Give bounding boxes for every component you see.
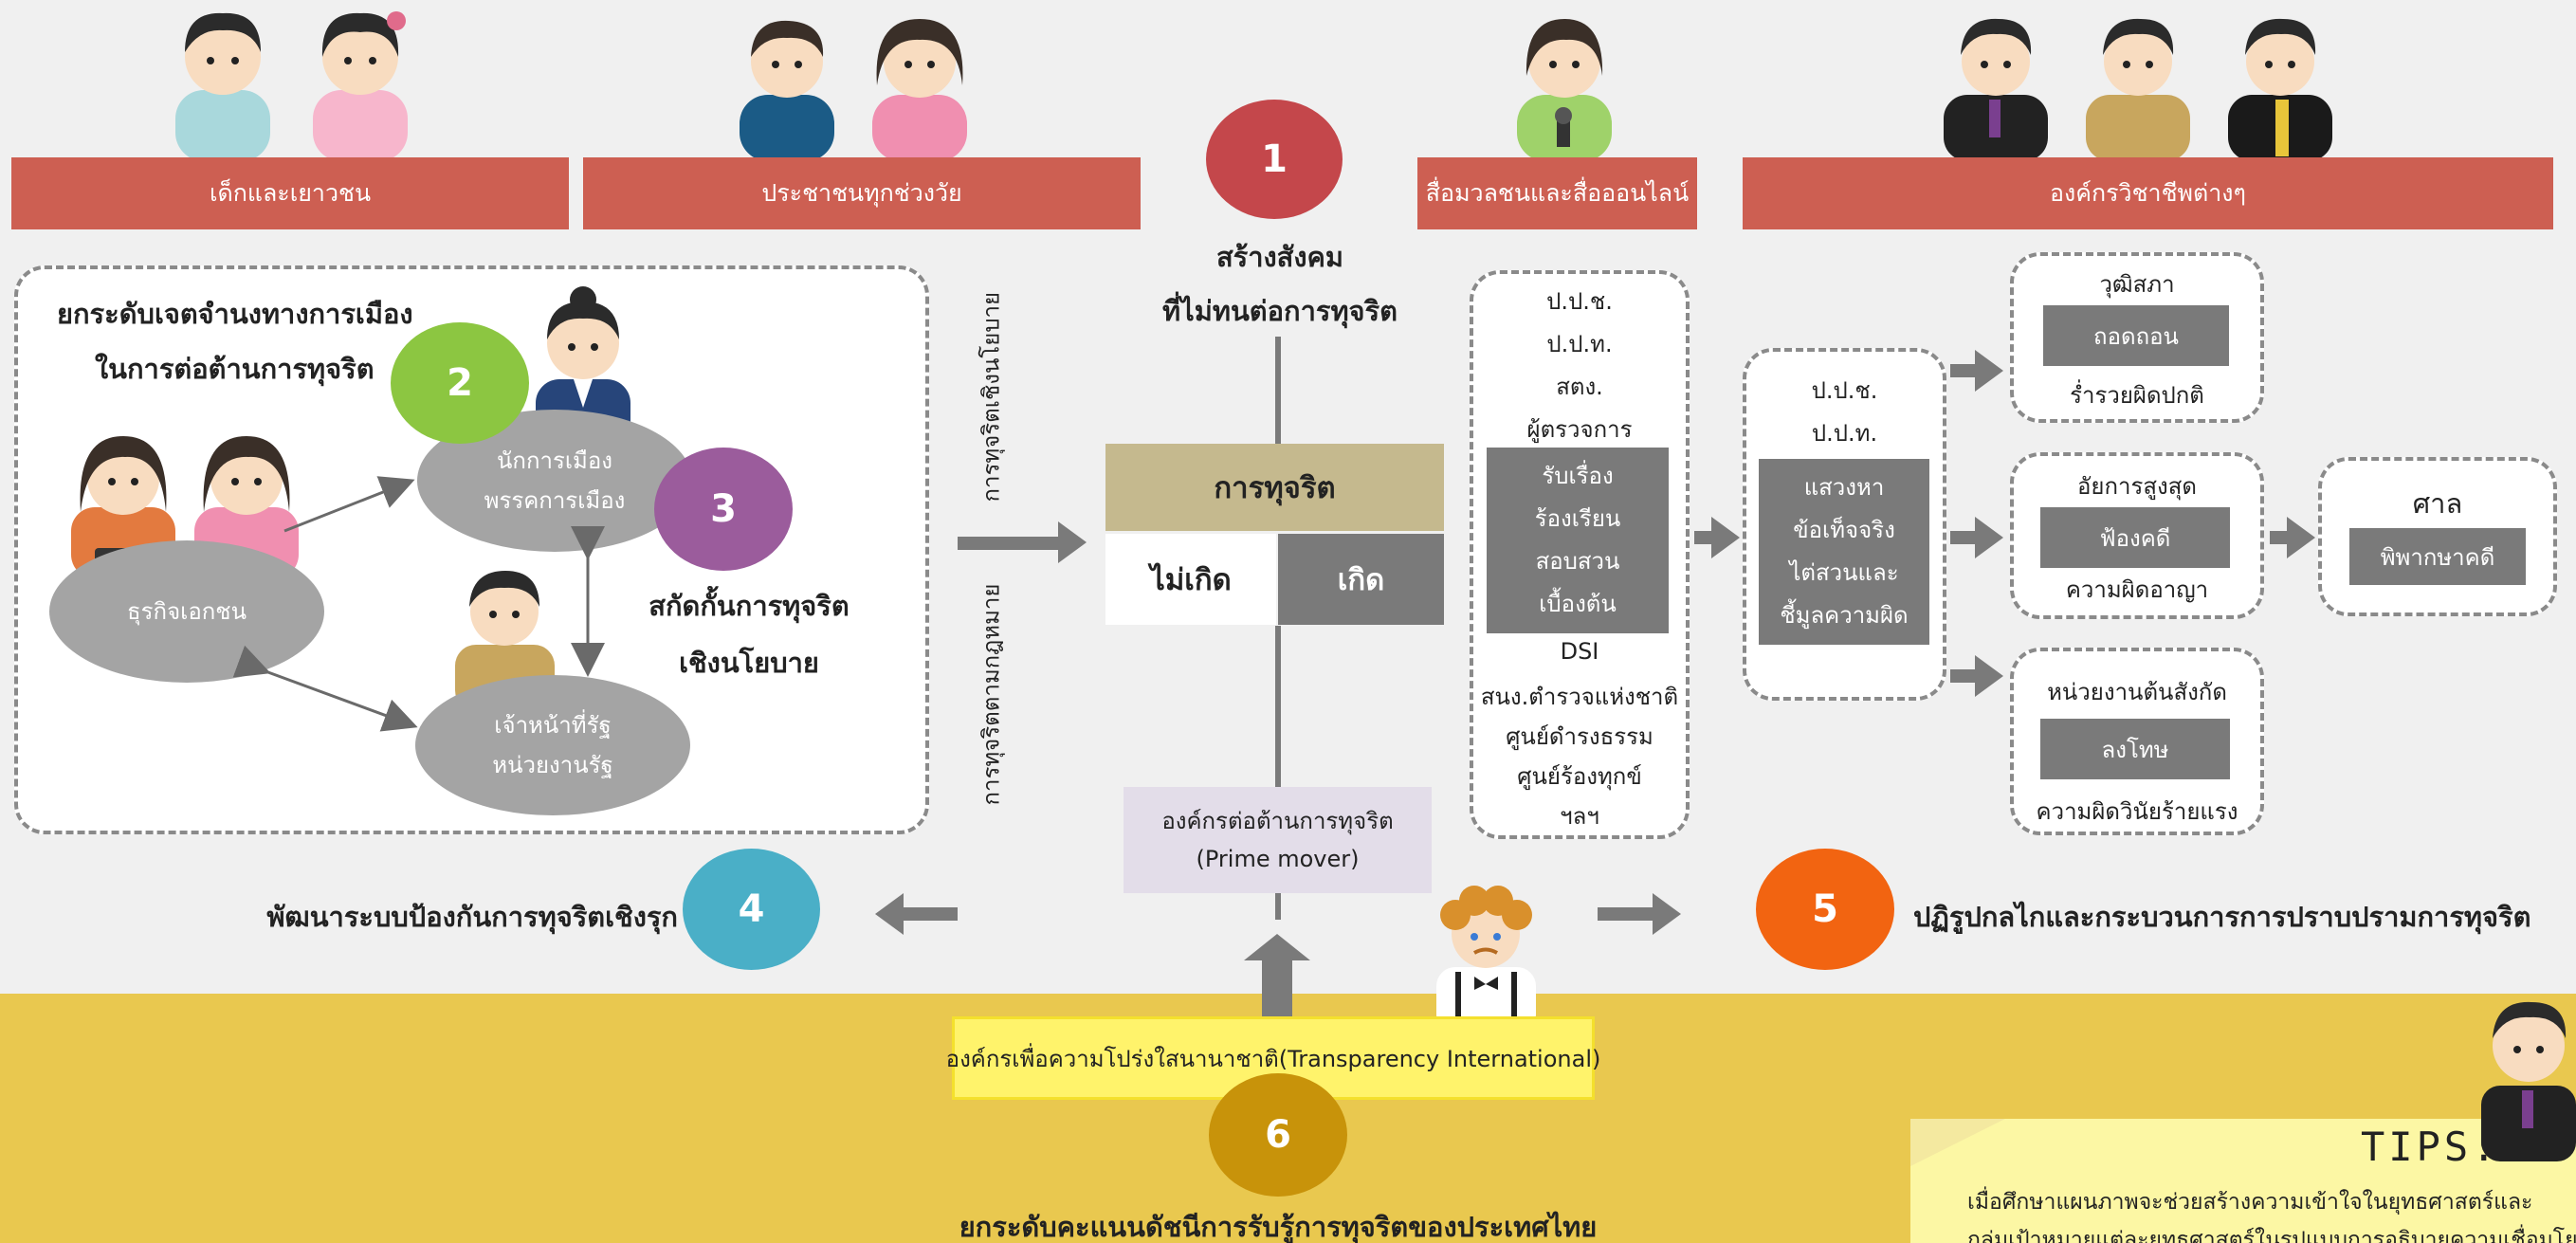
youth-characters-icon <box>175 11 408 161</box>
occur-cell: เกิด <box>1278 534 1444 625</box>
prime-mover-box: องค์กรต่อต้านการทุจริต (Prime mover) <box>1124 787 1432 893</box>
agency-actions-box: รับเรื่อง ร้องเรียน สอบสวน เบื้องต้น <box>1487 448 1669 633</box>
professional-characters-icon <box>1944 18 2332 161</box>
prime-mover-line2: (Prime mover) <box>1196 846 1360 872</box>
agency-bottom-1: DSI <box>1560 638 1599 665</box>
strategy-2-badge: 2 <box>391 322 529 444</box>
agency-top-2: ป.ป.ท. <box>1546 331 1613 357</box>
arrow-agency-shaft <box>1950 669 1977 683</box>
strategy-1-title-line2: ที่ไม่ทนต่อการทุจริต <box>1162 295 1398 327</box>
strategy-2-title-line1: ยกระดับเจตจำนงทางการเมือง <box>57 298 413 330</box>
tips-note <box>1910 1119 2576 1243</box>
strategy-3-title-line1: สกัดกั้นการทุจริต <box>649 590 850 622</box>
investigation-action-4: ชี้มูลความผิด <box>1780 602 1909 629</box>
legal-corruption-label: การทุจริตตามกฎหมาย <box>977 583 1005 806</box>
strategy-6-badge: 6 <box>1209 1073 1347 1197</box>
arrow-to-strategy4-shaft <box>901 907 958 921</box>
strategy-4-title: พัฒนาระบบป้องกันการทุจริตเชิงรุก <box>266 901 678 933</box>
court-title: ศาล <box>2412 487 2463 520</box>
arrow-prosecutor-head <box>1975 517 2003 558</box>
arrow-agency-head <box>1975 655 2003 697</box>
arrow-up-shaft <box>1262 960 1292 1016</box>
banner-citizens: ประชาชนทุกช่วงวัย <box>583 157 1141 229</box>
arrow-to-strategy4-head <box>875 893 904 935</box>
strategy-4-badge: 4 <box>683 849 820 970</box>
agency-bottom-5: ฯลฯ <box>1560 803 1599 830</box>
arrow-senate-head <box>1975 350 2003 392</box>
agency-action-2: ร้องเรียน <box>1534 505 1621 532</box>
strategy-1-badge: 1 <box>1206 100 1343 219</box>
arrow-to-court-shaft <box>2270 531 2289 544</box>
banner-professional-orgs: องค์กรวิชาชีพต่างๆ <box>1743 157 2553 229</box>
investigation-action-2: ข้อเท็จจริง <box>1793 517 1895 543</box>
agency-top-3: สตง. <box>1556 374 1603 400</box>
arrow-to-investigation-shaft <box>1694 531 1713 544</box>
business-label: ธุรกิจเอกชน <box>127 598 247 625</box>
outcome-prosecutor-title: อัยการสูงสุด <box>2077 473 2197 500</box>
agency-bottom-4: ศูนย์ร้องทุกข์ <box>1517 763 1642 790</box>
investigation-top-2: ป.ป.ท. <box>1811 420 1878 447</box>
outcome-senate-title: วุฒิสภา <box>2099 271 2175 298</box>
outcome-prosecutor-note: ความผิดอาญา <box>2065 576 2209 603</box>
agency-action-4: เบื้องต้น <box>1539 591 1617 617</box>
not-occur-cell: ไม่เกิด <box>1105 534 1276 625</box>
tips-line2: กลุ่มเป้าหมายแต่ละยุทธศาสตร์ในรูปแบบการอ… <box>1967 1228 2576 1243</box>
arrow-senate-shaft <box>1950 364 1977 377</box>
strategy-5-badge: 5 <box>1756 849 1894 970</box>
tips-title: TIPS: <box>2361 1124 2500 1170</box>
politicians-label-line2: พรรคการเมือง <box>484 487 626 514</box>
investigation-action-3: ไต่สวนและ <box>1789 559 1899 586</box>
outcome-agency-note: ความผิดวินัยร้ายแรง <box>2036 798 2238 825</box>
banner-media: สื่อมวลชนและสื่อออนไลน์ <box>1417 157 1697 229</box>
arrow-to-court-head <box>2287 517 2315 558</box>
ti-representative-icon <box>1436 886 1536 1033</box>
agency-bottom-2: สนง.ตำรวจแห่งชาติ <box>1480 684 1679 710</box>
agency-top-1: ป.ป.ช. <box>1546 288 1613 315</box>
policy-corruption-label: การทุจริตเชิงนโยบาย <box>977 291 1005 503</box>
officials-label-line1: เจ้าหน้าที่รัฐ <box>494 712 612 739</box>
strategy-6-title: ยกระดับคะแนนดัชนีการรับรู้การทุจริตของปร… <box>959 1211 1598 1243</box>
investigation-top-1: ป.ป.ช. <box>1811 377 1878 404</box>
agency-top-4: ผู้ตรวจการ <box>1526 416 1633 443</box>
corruption-header: การทุจริต <box>1105 444 1444 531</box>
arrow-to-center-head <box>1058 521 1087 563</box>
arrow-to-investigation-head <box>1711 517 1740 558</box>
center-line-top <box>1275 337 1281 446</box>
outcome-prosecutor-action: ฟ้องคดี <box>2040 507 2230 568</box>
media-reporter-icon <box>1517 19 1612 161</box>
strategy-3-badge: 3 <box>654 448 793 571</box>
agency-action-1: รับเรื่อง <box>1542 463 1614 489</box>
investigation-actions-box: แสวงหา ข้อเท็จจริง ไต่สวนและ ชี้มูลความผ… <box>1759 459 1929 645</box>
officials-ellipse: เจ้าหน้าที่รัฐ หน่วยงานรัฐ <box>415 675 690 815</box>
investigation-action-1: แสวงหา <box>1803 474 1885 501</box>
arrow-to-center-shaft <box>958 537 1062 550</box>
outcome-agency-action: ลงโทษ <box>2040 719 2230 779</box>
center-line-lower <box>1275 893 1281 920</box>
officials-label-line2: หน่วยงานรัฐ <box>492 752 613 778</box>
tips-note-fold <box>1910 1119 2005 1166</box>
citizens-characters-icon <box>740 19 967 161</box>
outcome-agency-title: หน่วยงานต้นสังกัด <box>2047 679 2227 705</box>
strategy-2-title-line2: ในการต่อต้านการทุจริต <box>95 353 375 385</box>
tips-character-icon <box>2481 1001 2576 1161</box>
tips-line1: เมื่อศึกษาแผนภาพจะช่วยสร้างความเข้าใจในย… <box>1967 1190 2533 1215</box>
agency-bottom-3: ศูนย์ดำรงธรรม <box>1506 723 1653 750</box>
center-line-bottom <box>1275 626 1281 787</box>
court-action: พิพากษาคดี <box>2349 528 2526 585</box>
arrow-up-head <box>1244 934 1310 960</box>
arrow-to-strategy5-shaft <box>1598 907 1654 921</box>
business-ellipse: ธุรกิจเอกชน <box>49 540 324 683</box>
politicians-label-line1: นักการเมือง <box>497 448 612 474</box>
strategy-3-title-line2: เชิงนโยบาย <box>679 647 819 679</box>
agency-action-3: สอบสวน <box>1535 548 1620 575</box>
outcome-senate-note: ร่ำรวยผิดปกติ <box>2070 382 2204 409</box>
outcome-senate-action: ถอดถอน <box>2043 305 2229 366</box>
strategy-1-title-line1: สร้างสังคม <box>1215 241 1344 273</box>
strategy-5-title: ปฏิรูปกลไกและกระบวนการการปราบปรามการทุจร… <box>1913 901 2531 933</box>
prime-mover-line1: องค์กรต่อต้านการทุจริต <box>1161 808 1394 834</box>
banner-youth: เด็กและเยาวชน <box>11 157 569 229</box>
arrow-prosecutor-shaft <box>1950 531 1977 544</box>
arrow-to-strategy5-head <box>1653 893 1681 935</box>
